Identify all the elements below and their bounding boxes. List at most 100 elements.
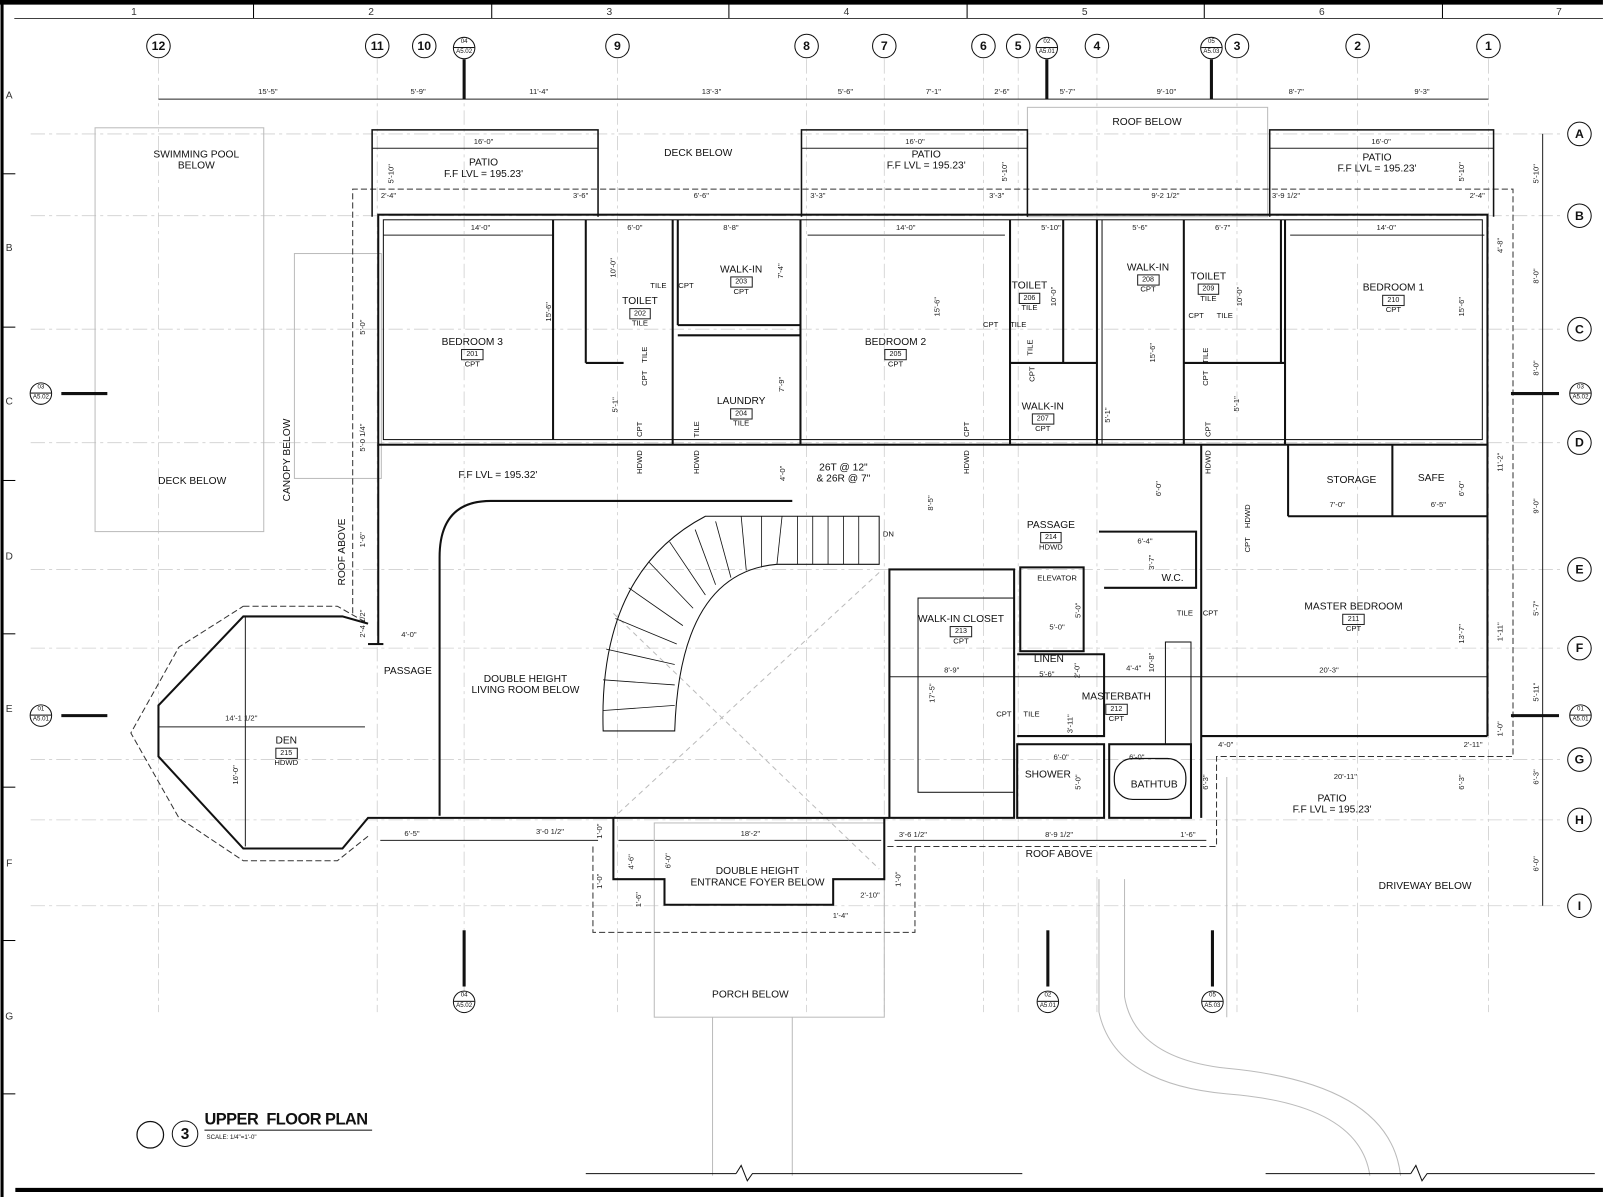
dimension-label: 8'-8" (723, 222, 739, 232)
border-column-label: 4 (843, 6, 850, 18)
dimension-label: 18'-2" (740, 828, 761, 839)
dimension-label: 8'-9 1/2" (1045, 829, 1074, 840)
dimension-label: 17'-5" (927, 683, 937, 703)
dimension-label: 6'-5" (404, 828, 420, 839)
grid-column-bubble: 11 (364, 33, 390, 59)
dimension-label: 2'-6" (994, 86, 1010, 96)
grid-column-bubble: 9 (605, 33, 630, 59)
dimension-label: 8'-9" (944, 665, 960, 675)
dimension-label: 13'-3" (701, 86, 722, 96)
dimension-label: 1'-0" (893, 871, 903, 887)
floor-tag: CPT (1242, 537, 1253, 553)
dimension-label: 2'-11" (1463, 740, 1483, 750)
dimension-label: 14'-0" (895, 222, 916, 232)
dimension-label: 3'-0 1/2" (535, 826, 565, 837)
roof-above-label: ROOF ABOVE (1025, 849, 1093, 861)
dimension-label: 2'-4 1/2" (357, 609, 367, 638)
space-bathtub: BATHTUB (1130, 779, 1178, 791)
dimension-label: 5'-7" (1059, 86, 1075, 96)
floor-tag: CPT (678, 281, 694, 291)
dimension-label: 6'-4" (1137, 536, 1153, 546)
dimension-label: 20'-11" (1333, 771, 1357, 781)
grid-row-bubble: I (1567, 893, 1592, 919)
space-shower: SHOWER (1024, 769, 1071, 781)
floor-tag: TILE (1201, 347, 1211, 364)
dimension-label: 13'-7" (1456, 624, 1466, 644)
floor-tag: TILE (650, 281, 667, 291)
grid-column-bubble: 8 (794, 33, 819, 59)
dimension-label: 1'-0" (1495, 721, 1505, 737)
border-row-label: F (6, 858, 13, 870)
dimension-label: 6'-0" (1129, 752, 1145, 762)
space-storage: STORAGE (1326, 474, 1377, 487)
grid-row-bubble: G (1567, 747, 1592, 772)
dimension-label: 10'-0" (1048, 286, 1058, 307)
grid-column-bubble: 7 (872, 33, 897, 59)
walls (157, 213, 1489, 906)
dimension-label: 5'-0 1/4" (357, 423, 367, 452)
dimension-label: 5'-10" (999, 161, 1009, 182)
border-column-label: 7 (1556, 6, 1562, 18)
dimension-label: 1'-6" (633, 891, 643, 908)
floor-tag: CPT (1201, 370, 1211, 386)
space-wc: W.C. (1161, 572, 1184, 585)
dimension-label: 11'-4" (529, 86, 549, 96)
drawing-scale: SCALE: 1/4"=1'-0" (206, 1134, 257, 1141)
floor-tag: TILE (1216, 310, 1233, 320)
deck-below-label: DECK BELOW (664, 147, 733, 159)
dimension-label: 5'-6" (837, 86, 854, 96)
floor-tag: CPT (996, 709, 1012, 719)
dimension-label: 7'-9" (776, 376, 787, 393)
grid-column-bubble: 6 (971, 33, 996, 59)
dimension-label: 5'-7" (1531, 600, 1541, 616)
dimension-label: 2'-10" (860, 890, 880, 900)
dimension-label: 1'-11" (1495, 622, 1505, 642)
stair-treads (603, 516, 860, 711)
floor-tag: CPT (982, 319, 999, 330)
grid-column-bubble: 10 (411, 33, 437, 59)
floor-tag: CPT (1203, 421, 1213, 438)
dimension-label: 15'-5" (258, 86, 278, 96)
dimension-label: 4'-0" (777, 465, 788, 481)
floor-tag: TILE (639, 346, 650, 363)
porch-below-label: PORCH BELOW (712, 989, 789, 1001)
floor-tag: CPT (961, 421, 972, 438)
dimension-label: 6'-0" (1053, 752, 1069, 762)
dimension-label: 16'-0" (230, 765, 241, 785)
dimension-label: 8'-0" (1531, 360, 1541, 376)
dimension-label: 14'-1 1/2" (225, 713, 258, 723)
dimension-label: 5'-9" (410, 86, 426, 96)
dimension-label: 8'-0" (1531, 268, 1541, 284)
dimension-label: 2'-4" (1469, 191, 1485, 201)
floor-tag: HDWD (691, 450, 702, 475)
dimension-label: 6'-0" (1154, 481, 1164, 497)
dimension-label: 3'-9 1/2" (1272, 191, 1301, 201)
dimension-label: 5'-0" (1049, 622, 1065, 632)
grid-row-bubble: D (1567, 430, 1592, 455)
dimension-label: 16'-0" (1371, 136, 1391, 147)
grid-column-bubble: 1 (1476, 33, 1501, 59)
grid-column-bubble: 5 (1005, 33, 1031, 59)
dimension-label: 16'-0" (905, 136, 925, 147)
dimension-label: 3'-3" (989, 191, 1005, 201)
dimension-label: 8'-7" (1288, 86, 1304, 96)
